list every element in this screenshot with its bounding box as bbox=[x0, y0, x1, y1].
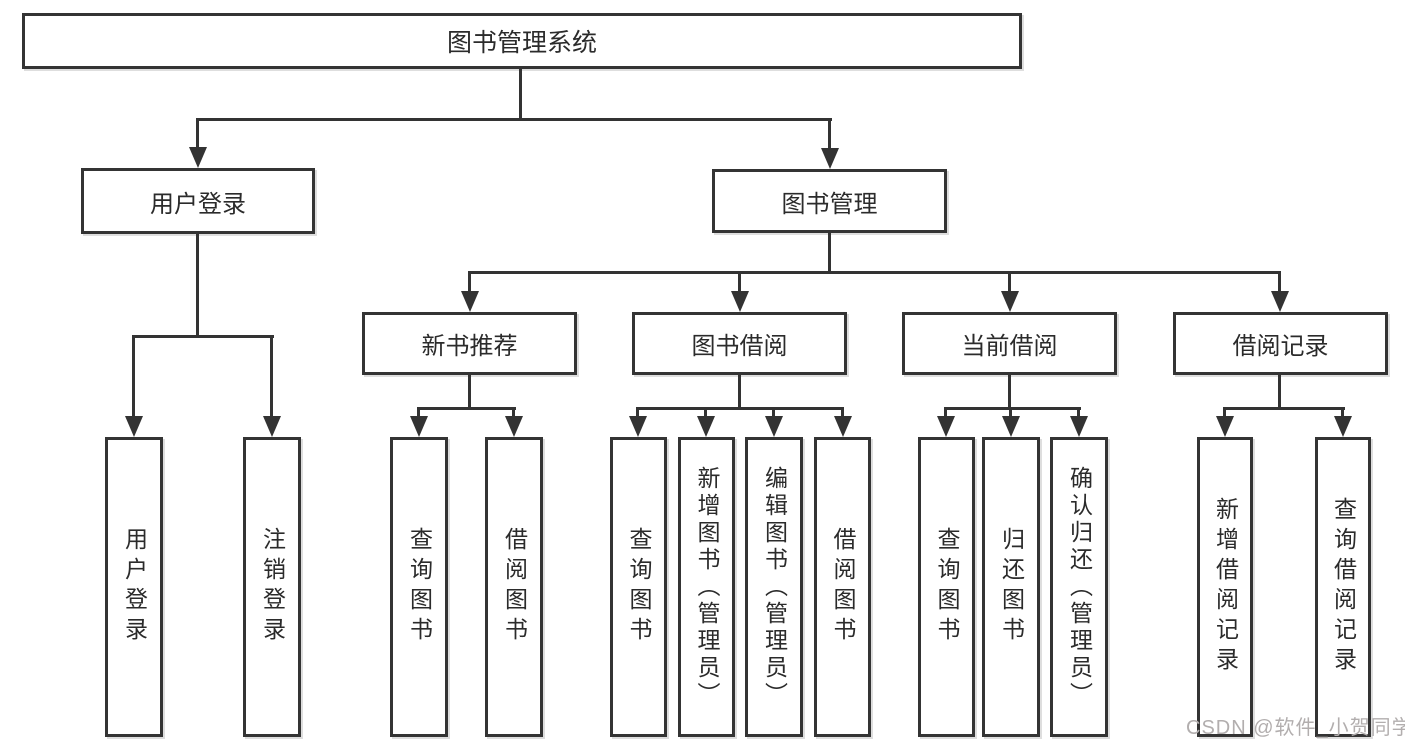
arrow-down-book-mgmt bbox=[821, 148, 839, 169]
node-bb-edit: 编辑图书（管理员） bbox=[745, 437, 803, 737]
connector-root-stub bbox=[519, 69, 522, 121]
connector-drop-br-query bbox=[1341, 407, 1344, 418]
arrow-down-leaf-logout bbox=[263, 416, 281, 437]
connector-level2-rail bbox=[196, 118, 832, 121]
arrow-down-cb-query bbox=[937, 416, 955, 437]
node-root: 图书管理系统 bbox=[22, 13, 1022, 69]
node-book-mgmt: 图书管理 bbox=[712, 169, 947, 233]
connector-drop-cb-query bbox=[944, 407, 947, 418]
arrow-down-user-login bbox=[189, 147, 207, 168]
connector-book-borrow-rail bbox=[636, 407, 844, 410]
connector-new-book-rail bbox=[417, 407, 516, 410]
node-leaf-logout: 注销登录 bbox=[243, 437, 301, 737]
node-user-login: 用户登录 bbox=[81, 168, 315, 234]
connector-drop-new-book bbox=[468, 271, 471, 293]
connector-new-book-stub bbox=[468, 375, 471, 410]
connector-drop-nb-borrow bbox=[512, 407, 515, 418]
connector-drop-bb-borrow bbox=[841, 407, 844, 418]
arrow-down-current-borrow bbox=[1001, 291, 1019, 312]
connector-drop-leaf-login bbox=[132, 335, 135, 418]
node-book-borrow: 图书借阅 bbox=[632, 312, 847, 375]
node-br-query: 查询借阅记录 bbox=[1315, 437, 1371, 737]
node-borrow-record: 借阅记录 bbox=[1173, 312, 1388, 375]
connector-book-borrow-stub bbox=[738, 375, 741, 410]
connector-drop-bb-edit bbox=[772, 407, 775, 418]
node-current-borrow: 当前借阅 bbox=[902, 312, 1117, 375]
connector-login-rail bbox=[132, 335, 274, 338]
connector-drop-nb-query bbox=[417, 407, 420, 418]
arrow-down-bb-edit bbox=[765, 416, 783, 437]
connector-level3-rail bbox=[468, 271, 1281, 274]
arrow-down-cb-confirm bbox=[1070, 416, 1088, 437]
arrow-down-nb-borrow bbox=[505, 416, 523, 437]
arrow-down-new-book bbox=[461, 291, 479, 312]
connector-drop-borrow-record bbox=[1278, 271, 1281, 293]
node-br-add: 新增借阅记录 bbox=[1197, 437, 1253, 737]
node-cb-return: 归还图书 bbox=[982, 437, 1040, 737]
arrow-down-bb-borrow bbox=[834, 416, 852, 437]
connector-borrow-record-rail bbox=[1223, 407, 1345, 410]
connector-borrow-record-stub bbox=[1278, 375, 1281, 410]
arrow-down-bb-query bbox=[629, 416, 647, 437]
arrow-down-cb-return bbox=[1002, 416, 1020, 437]
node-bb-borrow: 借阅图书 bbox=[814, 437, 871, 737]
node-bb-add: 新增图书（管理员） bbox=[678, 437, 735, 737]
connector-drop-cb-confirm bbox=[1077, 407, 1080, 418]
connector-current-borrow-stub bbox=[1008, 375, 1011, 410]
node-bb-query: 查询图书 bbox=[610, 437, 667, 737]
node-cb-confirm: 确认归还（管理员） bbox=[1050, 437, 1108, 737]
connector-drop-bb-query bbox=[636, 407, 639, 418]
connector-drop-cb-return bbox=[1009, 407, 1012, 418]
arrow-down-leaf-login bbox=[125, 416, 143, 437]
connector-drop-book-borrow bbox=[738, 271, 741, 293]
arrow-down-book-borrow bbox=[731, 291, 749, 312]
connector-current-borrow-rail bbox=[944, 407, 1081, 410]
arrow-down-br-query bbox=[1334, 416, 1352, 437]
node-cb-query: 查询图书 bbox=[918, 437, 975, 737]
node-new-book: 新书推荐 bbox=[362, 312, 577, 375]
connector-drop-user-login bbox=[196, 118, 199, 150]
csdn-watermark: CSDN @软件_小贺同学 bbox=[1186, 717, 1405, 739]
arrow-down-br-add bbox=[1216, 416, 1234, 437]
node-nb-borrow: 借阅图书 bbox=[485, 437, 543, 737]
connector-book-mgmt-stub bbox=[828, 233, 831, 274]
arrow-down-nb-query bbox=[410, 416, 428, 437]
node-nb-query: 查询图书 bbox=[390, 437, 448, 737]
connector-drop-book-mgmt bbox=[828, 118, 831, 150]
arrow-down-borrow-record bbox=[1271, 291, 1289, 312]
node-leaf-user-login: 用户登录 bbox=[105, 437, 163, 737]
connector-drop-bb-add bbox=[704, 407, 707, 418]
arrow-down-bb-add bbox=[697, 416, 715, 437]
connector-user-login-stub bbox=[196, 234, 199, 338]
connector-drop-current-borrow bbox=[1008, 271, 1011, 293]
connector-drop-br-add bbox=[1223, 407, 1226, 418]
connector-drop-leaf-logout bbox=[270, 335, 273, 418]
